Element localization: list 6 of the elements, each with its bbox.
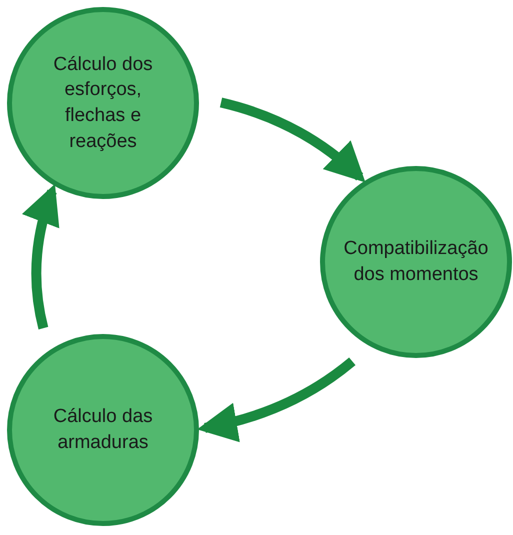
curved-arrow (220, 98, 366, 182)
curved-arrow (22, 184, 60, 330)
step-label: Cálculo dos esforços, flechas e reações (52, 52, 154, 154)
step-label: Compatibilização dos momentos (342, 237, 490, 287)
step-label: Cálculo das armaduras (52, 405, 154, 455)
curved-arrow (197, 357, 356, 442)
